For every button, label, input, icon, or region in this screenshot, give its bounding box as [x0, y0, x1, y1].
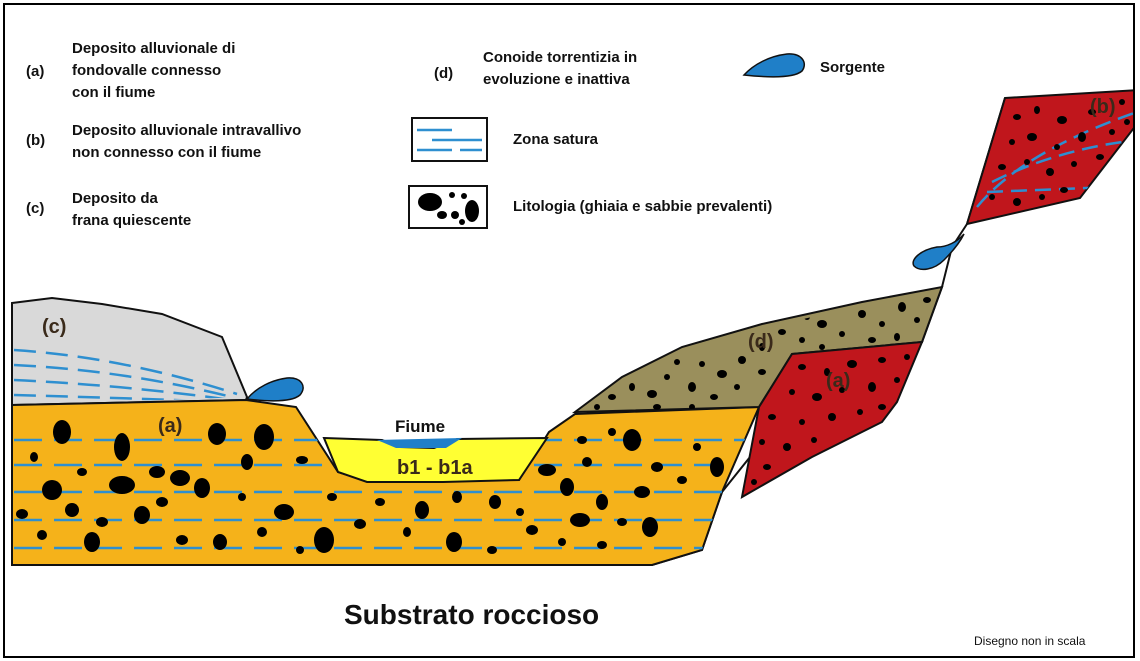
legend-a-line2: fondovalle connesso: [72, 62, 221, 79]
label-b: (b): [1090, 96, 1116, 118]
legend-zona-satura: Zona satura: [513, 131, 599, 148]
gravel-lithology-a-right: [751, 354, 910, 485]
legend-d-line2: evoluzione e inattiva: [483, 71, 630, 88]
legend-c-key: (c): [26, 200, 44, 217]
legend-spring-icon: [742, 53, 806, 78]
label-a-left: (a): [158, 415, 182, 437]
legend-c-line1: Deposito da: [72, 190, 158, 207]
legend-b-line1: Deposito alluvionale intravallivo: [72, 122, 301, 139]
label-b1: b1 - b1a: [397, 457, 473, 479]
legend-sorgente: Sorgente: [820, 59, 885, 76]
diagram-frame: (a) Deposito alluvionale di fondovalle c…: [3, 3, 1135, 658]
legend-lithology-swatch: [408, 185, 488, 229]
cross-section-diagram: (a) Deposito alluvionale di fondovalle c…: [11, 40, 1133, 648]
legend-a-line1: Deposito alluvionale di: [72, 40, 235, 57]
gravel-lithology-a: [16, 420, 724, 554]
label-a-right: (a): [826, 370, 850, 392]
legend-a-line3: con il fiume: [72, 84, 155, 101]
label-fiume: Fiume: [395, 417, 445, 436]
river-water: [377, 438, 462, 448]
label-c: (c): [42, 316, 66, 338]
legend-b-key: (b): [26, 132, 45, 149]
label-substrato: Substrato roccioso: [344, 599, 599, 630]
legend-d-line1: Conoide torrentizia in: [483, 49, 637, 66]
legend-b-line2: non connesso con il fiume: [72, 144, 261, 161]
legend-litologia: Litologia (ghiaia e sabbie prevalenti): [513, 198, 772, 215]
legend-saturated-swatch: [411, 117, 488, 162]
legend-d-key: (d): [434, 65, 453, 82]
spring-icon-right: [912, 233, 965, 271]
spring-icon-left: [245, 377, 304, 402]
saturated-zone-c: [13, 348, 238, 404]
label-d: (d): [748, 331, 774, 353]
legend-c-line2: frana quiescente: [72, 212, 191, 229]
gravel-lithology-d: [594, 297, 931, 410]
label-note: Disegno non in scala: [974, 634, 1086, 648]
legend-a-key: (a): [26, 63, 44, 80]
gravel-lithology-b: [989, 99, 1130, 206]
